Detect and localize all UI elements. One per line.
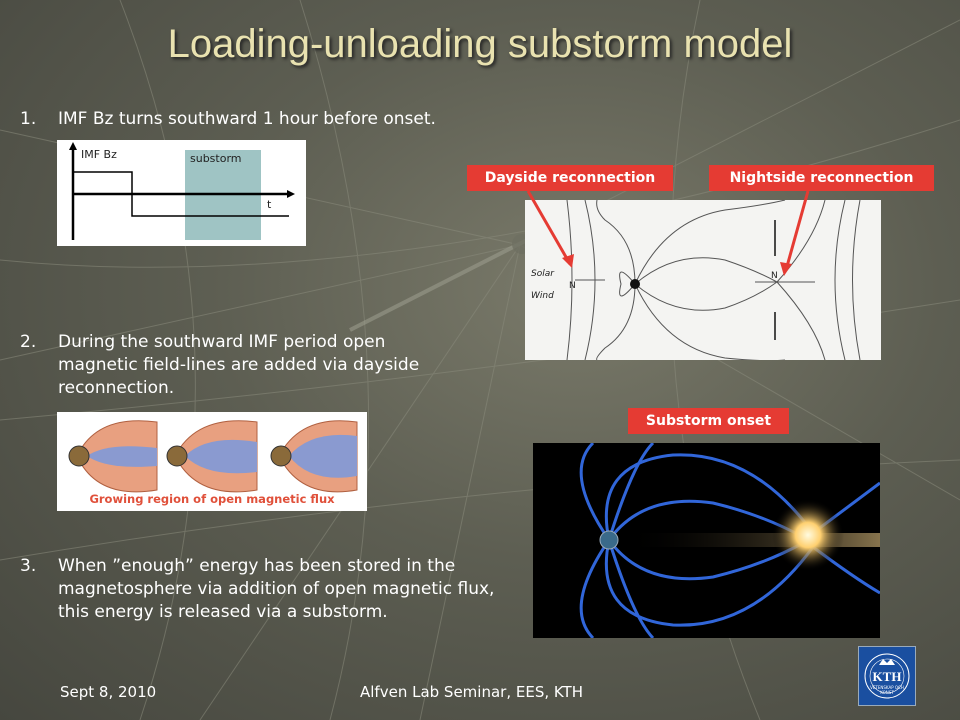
kth-logo-subtext: VETENSKAP OCH KONST [870,685,904,695]
footer-date: Sept 8, 2010 [60,683,157,701]
substorm-onset-label: Substorm onset [628,408,789,434]
slide-title: Loading-unloading substorm model [167,22,793,66]
open-flux-figure-svg: Growing region of open magnetic flux [68,420,358,506]
magnetosphere-panel-2 [166,420,258,493]
field-line-diagram-svg: Solar Wind N N [531,199,861,362]
x-axis-arrow [287,190,295,198]
bullet-item-2: 2. During the southward IMF period open … [20,331,460,401]
kth-logo-text: KTH [872,669,902,684]
substorm-label: substorm [190,152,242,165]
substorm-onset-svg [579,441,881,640]
wind-label: Wind [531,291,554,301]
onset-flash [772,499,844,571]
x-axis-label: t [267,198,272,211]
bullet-number: 1. [20,109,37,129]
dayside-n-label: N [569,281,576,291]
bullet-text: During the southward IMF period open mag… [58,332,420,398]
solar-label: Solar [531,269,555,279]
bullet-number: 2. [20,332,37,352]
earth [599,530,619,550]
footer-seminar: Alfven Lab Seminar, EES, KTH [360,683,583,701]
bz-trace [73,171,289,217]
nightside-n-label: N [771,271,778,281]
bullet-item-1: 1. IMF Bz turns southward 1 hour before … [20,108,500,132]
y-axis-label: IMF Bz [81,148,117,161]
earth-dot [630,279,640,289]
bullet-number: 3. [20,556,37,576]
bullet-text: When ”enough” energy has been stored in … [58,556,495,622]
magnetosphere-panel-3 [270,420,358,493]
dayside-reconnection-label: Dayside reconnection [467,165,673,191]
nightside-reconnection-label: Nightside reconnection [709,165,934,191]
imf-bz-plot: IMF Bz substorm t [57,140,306,246]
field-line-diagram: Solar Wind N N [525,199,881,362]
imf-bz-plot-svg: IMF Bz substorm t [69,142,295,240]
flux-caption: Growing region of open magnetic flux [89,492,335,506]
y-axis-arrow [69,142,77,150]
kth-logo-svg [864,653,910,699]
open-flux-figure: Growing region of open magnetic flux [57,412,367,511]
substorm-onset-image [533,441,881,640]
bullet-item-3: 3. When ”enough” energy has been stored … [20,555,500,625]
kth-logo: KTH VETENSKAP OCH KONST [858,646,916,706]
magnetosphere-panel-1 [68,420,158,493]
bullet-text: IMF Bz turns southward 1 hour before ons… [58,109,436,129]
